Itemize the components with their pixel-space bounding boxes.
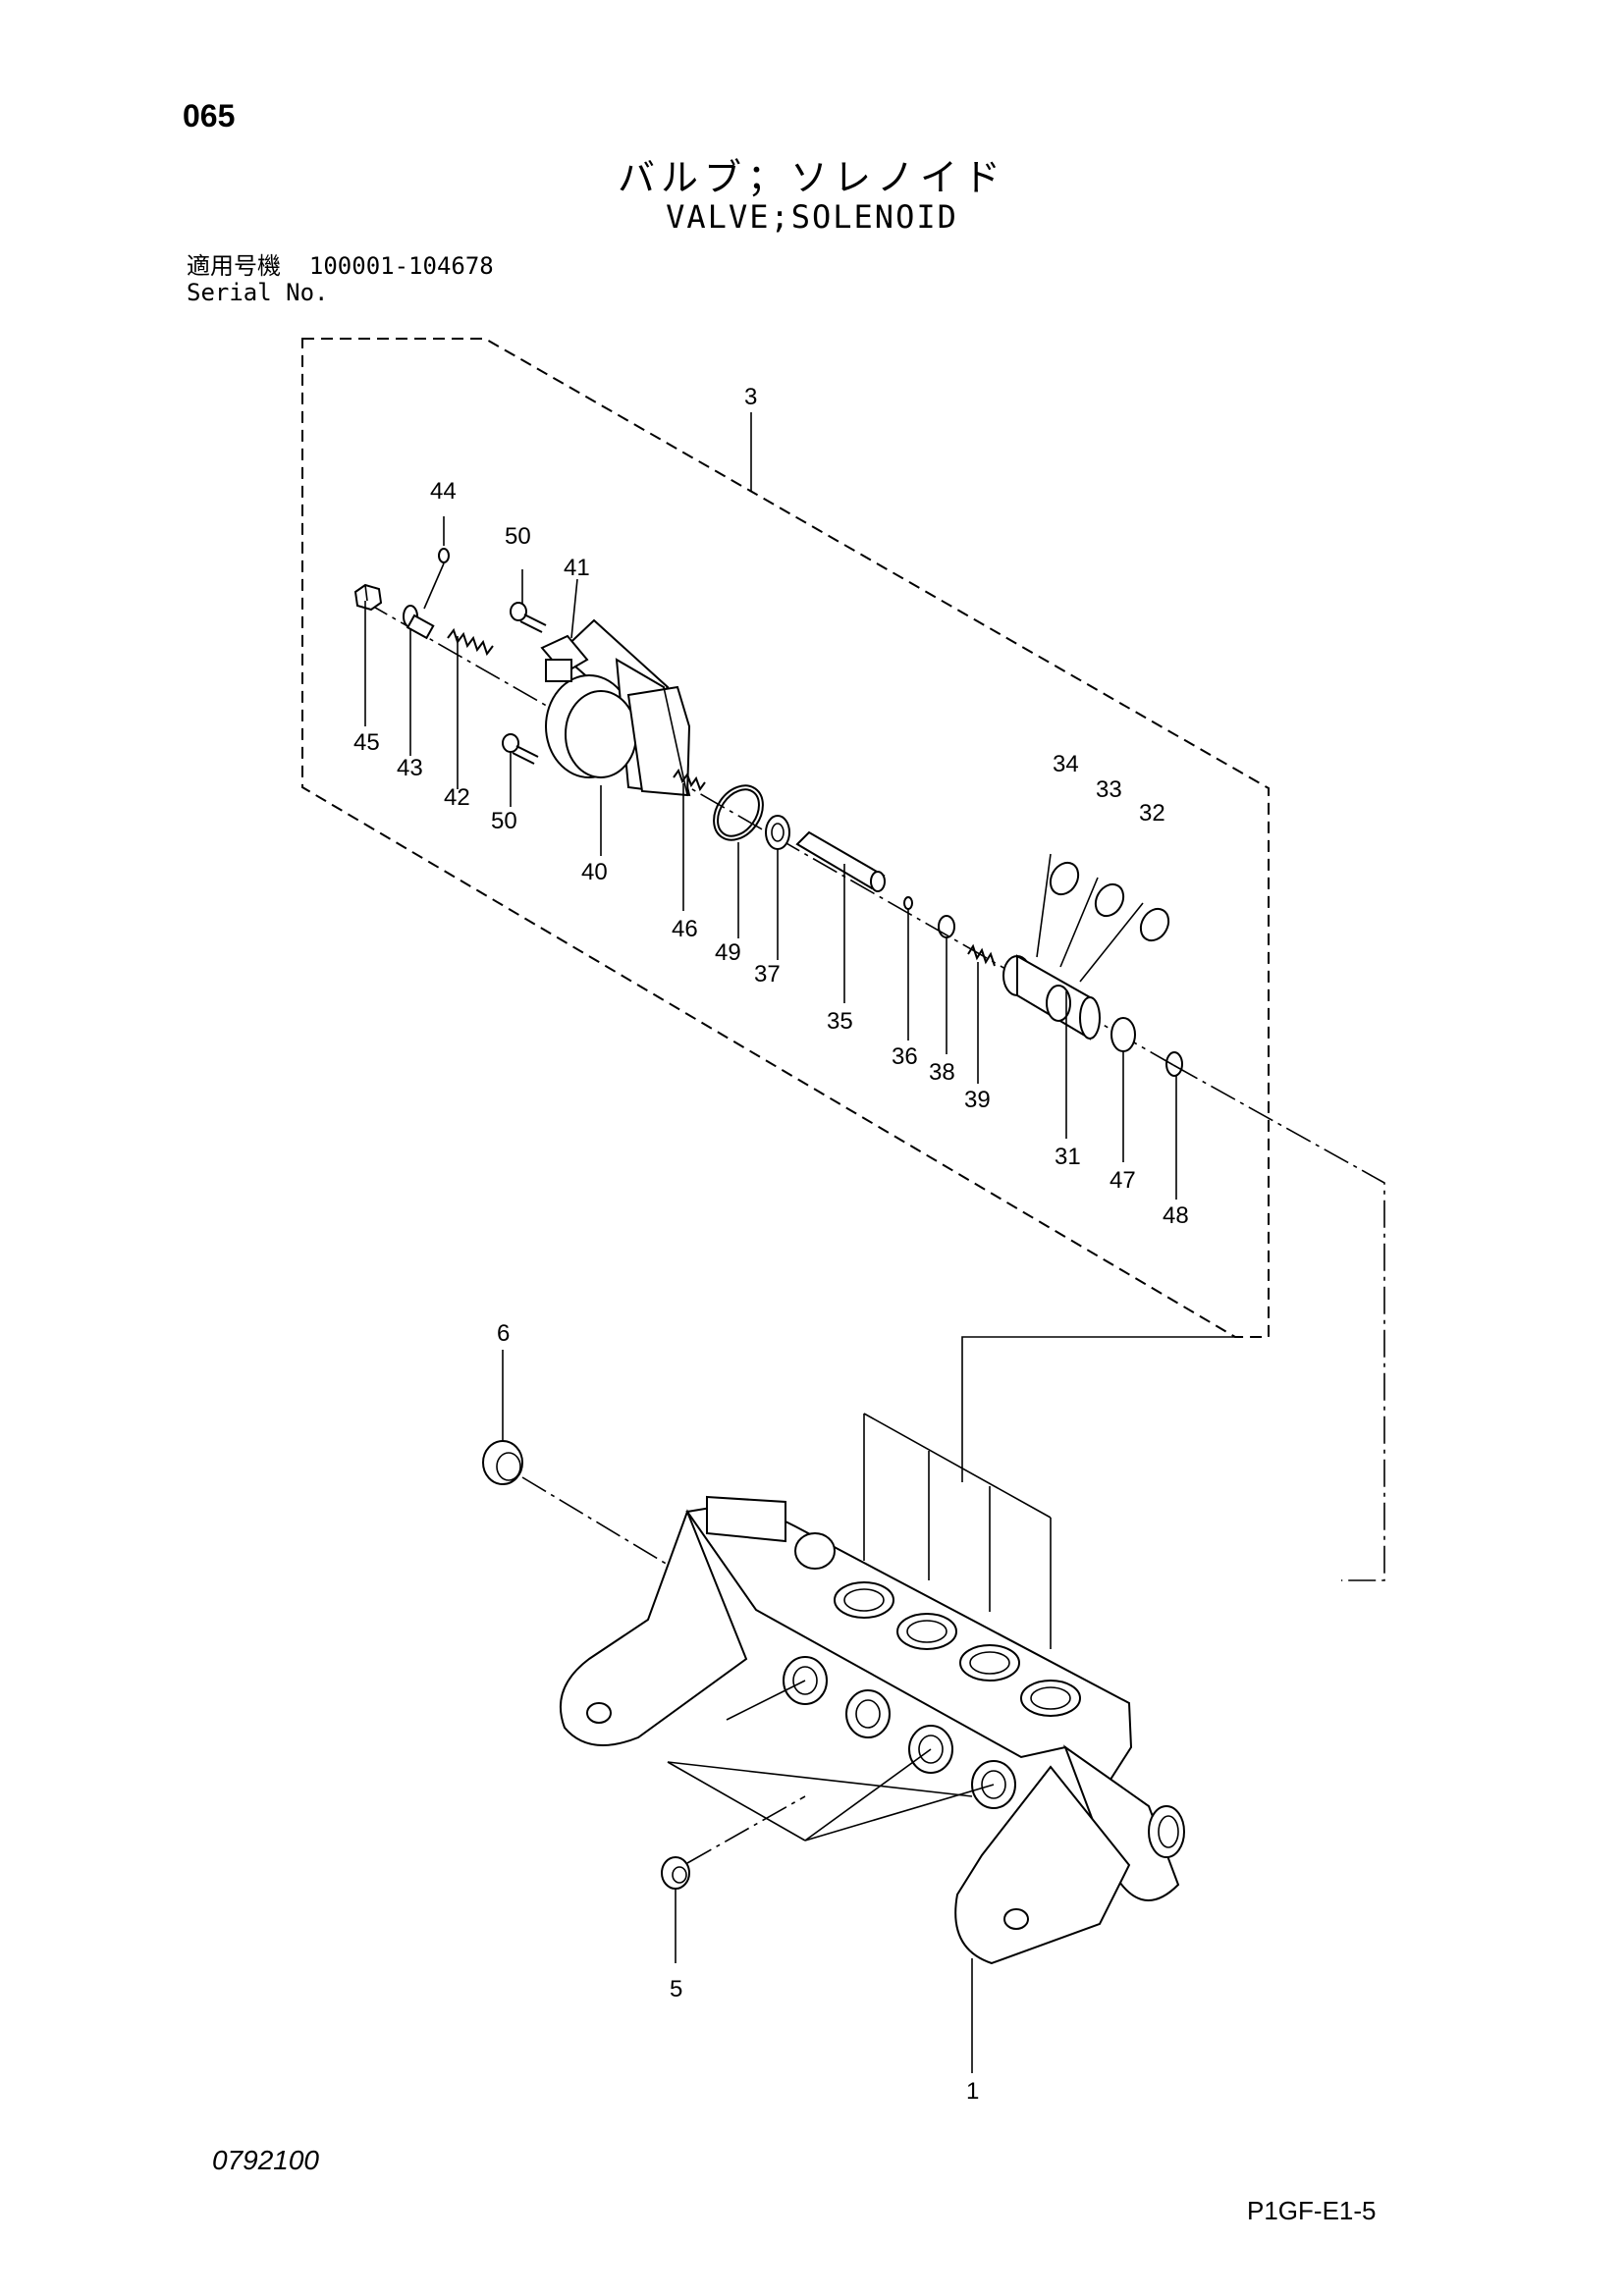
callout-35: 35 xyxy=(827,1008,853,1035)
callout-6: 6 xyxy=(497,1320,510,1347)
callout-36: 36 xyxy=(892,1043,918,1070)
part-6-plug xyxy=(482,1440,523,1485)
part-47-plug xyxy=(1110,1017,1136,1052)
part-46-spring xyxy=(673,768,706,792)
part-50-bolt-upper xyxy=(510,602,547,633)
title-english: VALVE;SOLENOID xyxy=(666,198,958,236)
callout-5: 5 xyxy=(670,1976,682,2002)
callout-37: 37 xyxy=(754,961,781,988)
assembly-boundary xyxy=(301,338,1270,1338)
callout-40: 40 xyxy=(581,859,608,885)
part-48-snap-ring xyxy=(1165,1051,1183,1077)
callout-41: 41 xyxy=(564,555,590,581)
callout-50-lower: 50 xyxy=(491,808,517,834)
callout-31: 31 xyxy=(1055,1144,1081,1170)
callout-33: 33 xyxy=(1096,776,1122,803)
part-44-small-ring xyxy=(438,548,450,563)
part-32-o-ring xyxy=(1139,907,1170,942)
part-5-plug xyxy=(661,1856,690,1890)
part-50-bolt-lower xyxy=(502,733,539,765)
part-6-axis xyxy=(521,1476,678,1572)
part-39-spring xyxy=(967,943,996,967)
callout-3: 3 xyxy=(744,384,757,410)
title-japanese: バルブ；ソレノイド xyxy=(617,156,1006,199)
part-34-o-ring xyxy=(1049,861,1080,896)
serial-block: 適用号機 100001-104678 Serial No. xyxy=(187,253,494,306)
part-43-adjuster xyxy=(403,605,435,640)
callout-34: 34 xyxy=(1053,751,1079,777)
serial-label-jp: 適用号機 xyxy=(187,252,281,280)
callout-38: 38 xyxy=(929,1059,955,1086)
callout-46: 46 xyxy=(672,916,698,942)
callout-49: 49 xyxy=(715,939,741,966)
callout-45: 45 xyxy=(353,729,380,756)
callout-48: 48 xyxy=(1163,1202,1189,1229)
callout-leaders xyxy=(364,516,1177,1200)
callout-39: 39 xyxy=(964,1087,991,1113)
document-code: 0792100 xyxy=(212,2145,320,2175)
callout-43: 43 xyxy=(397,755,423,781)
callout-50-upper: 50 xyxy=(505,523,531,550)
page-reference: P1GF-E1-5 xyxy=(1247,2196,1377,2225)
serial-label-en: Serial No. xyxy=(187,279,329,306)
part-37-seat xyxy=(765,815,790,850)
part-41-connector xyxy=(540,634,589,682)
part-49-o-ring xyxy=(713,784,764,841)
callout-44: 44 xyxy=(430,478,457,505)
part-45-nut xyxy=(353,583,383,612)
part-42-spring xyxy=(447,627,494,657)
part-1-manifold-body xyxy=(559,1495,1185,1965)
part-33-o-ring xyxy=(1094,882,1125,918)
serial-range: 100001-104678 xyxy=(308,252,494,280)
callout-1: 1 xyxy=(966,2078,979,2105)
part-40-solenoid xyxy=(545,618,691,797)
part-31-sleeve xyxy=(1002,954,1101,1041)
part-36-ring xyxy=(903,896,913,910)
side-port-link-lines xyxy=(667,1680,995,1842)
part-35-spool xyxy=(795,830,886,892)
port-link-lines xyxy=(863,1336,1235,1649)
callout-47: 47 xyxy=(1110,1167,1136,1194)
axis-to-body-line xyxy=(1172,1064,1385,1581)
callout-42: 42 xyxy=(444,784,470,811)
page-number: 065 xyxy=(183,98,236,133)
part-5-axis xyxy=(686,1795,806,1864)
callout-32: 32 xyxy=(1139,800,1165,827)
